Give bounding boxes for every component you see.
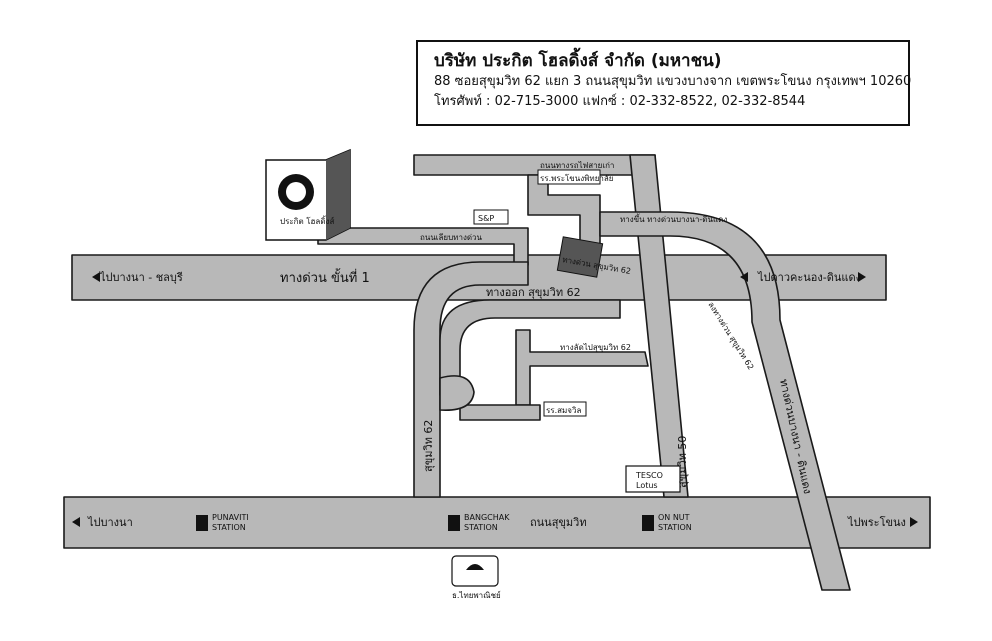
label-sukhumvit-road: ถนนสุขุมวิท xyxy=(530,516,587,529)
label-school-top: รร.พระโขนงพิทยาลัย xyxy=(540,173,613,183)
sp-box xyxy=(473,209,509,225)
label-soi50: สุขุมวิท 50 xyxy=(676,436,689,488)
label-bank: ธ.ไทยพาณิชย์ xyxy=(452,590,501,600)
shortcut-road xyxy=(515,329,649,406)
sukhumvit-arrows xyxy=(72,517,918,527)
label-parallel-expressway: ถนนเลียบทางด่วน xyxy=(420,233,483,242)
station-marker-bangchak xyxy=(448,515,460,531)
company-contact: โทรศัพท์ : 02-715-3000 แฟกซ์ : 02-332-85… xyxy=(434,94,806,109)
station-sub-punaviti: STATION xyxy=(212,523,246,532)
connector-road xyxy=(527,174,601,246)
company-address: 88 ซอยสุขุมวิท 62 แยก 3 ถนนสุขุมวิท แขวง… xyxy=(434,74,912,89)
label-building-sign: ประกิต โฮลดิ้งส์ xyxy=(280,215,334,226)
building-icon xyxy=(265,148,351,241)
bangna-expressway-ramp xyxy=(599,211,851,591)
sukhumvit-road xyxy=(63,496,931,549)
company-name: บริษัท ประกิต โฮลดิ้งส์ จำกัด (มหาชน) xyxy=(434,51,722,71)
station-marker-onnut xyxy=(642,515,654,531)
label-tesco-bottom: Lotus xyxy=(636,481,658,490)
station-sub-bangchak: STATION xyxy=(464,523,498,532)
station-sub-onnut: STATION xyxy=(658,523,692,532)
soi62-road xyxy=(413,261,529,498)
label-school-mid: รร.สมจวิล xyxy=(546,406,581,415)
bank-marker xyxy=(451,555,499,587)
label-to-klongtoey: ไปดาวคะนอง-ดินแดง xyxy=(757,271,861,284)
label-sp: S&P xyxy=(478,214,494,223)
label-tesco-top: TESCO xyxy=(635,471,663,480)
label-soi62: สุขุมวิท 62 xyxy=(422,420,435,472)
label-to-bangna-chonburi: ไปบางนา - ชลบุรี xyxy=(99,271,183,284)
soi62-branch-road xyxy=(459,404,541,421)
label-railway-road: ถนนทางรถไฟสายเก่า xyxy=(540,161,614,170)
school-mid-box xyxy=(543,401,587,417)
company-info-box: บริษัท ประกิต โฮลดิ้งส์ จำกัด (มหาชน) 88… xyxy=(416,40,912,126)
expressway-arrows xyxy=(92,272,866,282)
railway-road xyxy=(413,154,656,176)
label-exit-sukhumvit62: ทางออก สุขุมวิท 62 xyxy=(486,286,581,299)
station-name-bangchak: BANGCHAK xyxy=(464,513,510,522)
label-entrance-down: ลงทางด่วน สุขุมวิท 62 xyxy=(706,300,755,371)
label-to-phrakhanong: ไปพระโขนง xyxy=(847,515,906,529)
expressway-sign xyxy=(556,236,604,278)
soi50-road xyxy=(629,154,689,498)
station-marker-punaviti xyxy=(196,515,208,531)
station-name-onnut: ON NUT xyxy=(658,513,690,522)
label-expressway: ทางด่วน ขั้นที่ 1 xyxy=(280,268,370,286)
school-top-box xyxy=(537,169,601,185)
station-name-punaviti: PUNAVITI xyxy=(212,513,249,522)
tesco-box xyxy=(625,465,681,493)
u-turn-loop xyxy=(439,375,475,411)
label-to-bangna: ไปบางนา xyxy=(87,516,133,529)
label-shortcut: ทางลัดไปสุขุมวิท 62 xyxy=(560,343,631,352)
label-entrance-up: ทางขึ้น ทางด่วนบางนา-ดินแดง xyxy=(620,213,727,224)
